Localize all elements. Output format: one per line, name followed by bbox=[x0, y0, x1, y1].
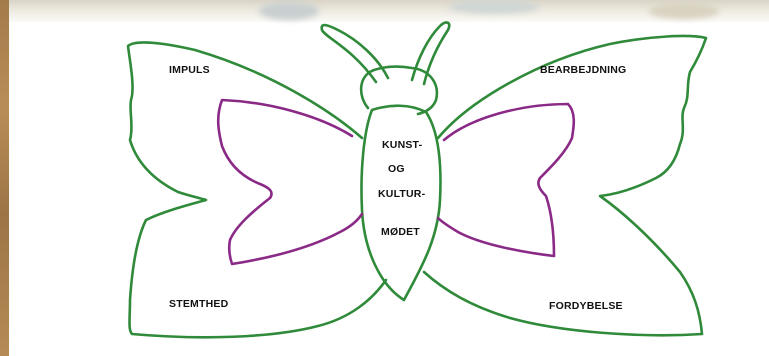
label-stemthed: STEMTHED bbox=[169, 298, 229, 310]
right-inner-wing bbox=[436, 102, 576, 258]
body-text-line-4: MØDET bbox=[381, 226, 420, 238]
wood-edge-strip bbox=[0, 0, 9, 356]
body-text-line-3: KULTUR- bbox=[378, 188, 426, 200]
label-fordybelse: FORDYBELSE bbox=[549, 300, 623, 312]
left-antenna bbox=[320, 23, 390, 84]
right-antenna bbox=[410, 21, 451, 86]
label-bearbejdning: BEARBEJDNING bbox=[540, 64, 627, 76]
top-photo-band bbox=[9, 0, 769, 22]
body-text-line-1: KUNST- bbox=[382, 139, 423, 151]
body-text-line-2: OG bbox=[388, 163, 405, 175]
right-wings-outline bbox=[422, 34, 708, 337]
butterfly-body bbox=[360, 104, 442, 302]
left-wings-outline bbox=[126, 41, 388, 339]
label-impuls: IMPULS bbox=[169, 64, 210, 76]
butterfly-head bbox=[359, 65, 439, 116]
left-inner-wing bbox=[216, 98, 364, 266]
